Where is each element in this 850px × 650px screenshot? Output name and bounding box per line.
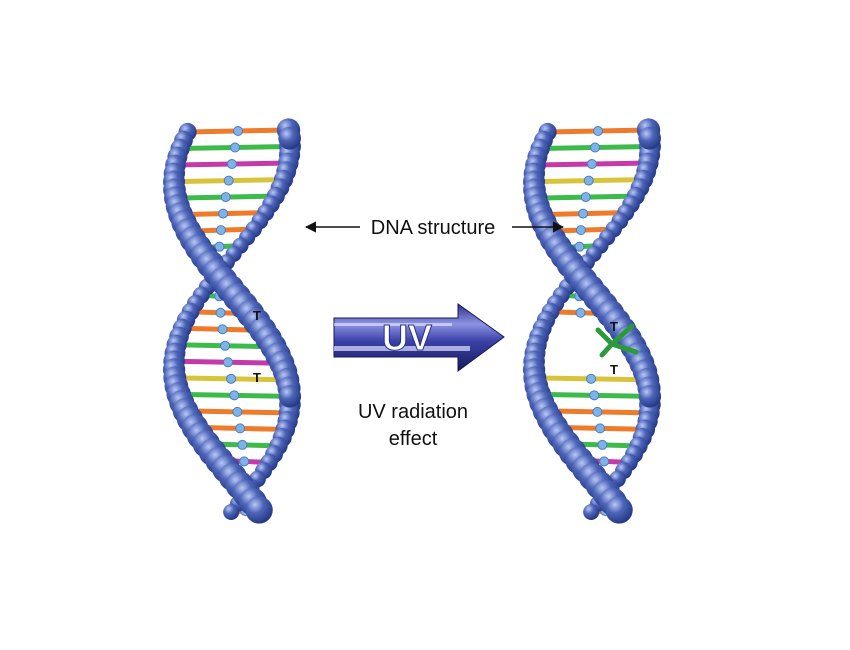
hydrogen-bond-node [595,423,606,434]
hydrogen-bond-node [222,357,233,368]
hydrogen-bond-node [575,225,586,236]
dna-structure-callout: DNA structure [304,217,565,239]
hydrogen-bond-node [574,241,585,252]
backbone-sphere [245,496,273,524]
hydrogen-bond-node [593,126,604,136]
hydrogen-bond-node [223,175,234,186]
hydrogen-bond-node [592,406,603,417]
hydrogen-bond-node [583,175,594,186]
hydrogen-bond-node [230,142,241,153]
hydrogen-bond-node [215,307,226,318]
hydrogen-bond-node [586,373,597,384]
thymine-label-left-bottom: T [253,370,261,385]
hydrogen-bond-node [218,208,229,219]
hydrogen-bond-node [589,390,600,401]
hydrogen-bond-node [215,225,226,236]
dna-structure-label: DNA structure [371,217,495,239]
uv-effect-label-line1: UV radiation [358,401,468,423]
thymine-label-right-bottom: T [610,362,618,377]
hydrogen-bond-node [229,390,240,401]
thymine-dimer [595,323,639,358]
dna-helix-before [162,118,302,524]
dna-helix-after [522,118,662,524]
hydrogen-bond-node [575,307,586,318]
backbone-sphere [638,126,661,150]
backbone-sphere [583,503,600,521]
hydrogen-bond-node [586,159,597,170]
hydrogen-bond-node [235,423,246,434]
front-backbone-strand [162,118,302,524]
hydrogen-bond-node [233,126,244,136]
hydrogen-bond-node [214,241,225,252]
uv-arrow: UV [333,303,505,372]
hydrogen-bond-node [226,373,237,384]
hydrogen-bond-node [590,142,601,153]
hydrogen-bond-node [220,340,231,351]
hydrogen-bond-node [232,406,243,417]
hydrogen-bond-node [599,456,610,467]
thymine-label-left-top: T [253,308,261,323]
hydrogen-bond-node [239,456,250,467]
backbone-sphere [638,385,662,408]
hydrogen-bond-node [580,192,591,203]
hydrogen-bond-node [226,159,237,170]
rear-backbone-strand [163,122,301,521]
hydrogen-bond-node [237,439,248,450]
hydrogen-bond-node [597,439,608,450]
backbone-sphere [278,126,301,150]
front-backbone-strand [522,118,662,524]
uv-arrow-label: UV [382,317,432,358]
hydrogen-bond-node [217,324,228,335]
backbone-sphere [278,385,302,408]
hydrogen-bond-node [220,192,231,203]
backbone-sphere [605,496,633,524]
hydrogen-bond-node [578,208,589,219]
thymine-label-right-top: T [610,319,618,334]
backbone-sphere [223,503,240,521]
uv-effect-label-line2: effect [389,428,438,450]
